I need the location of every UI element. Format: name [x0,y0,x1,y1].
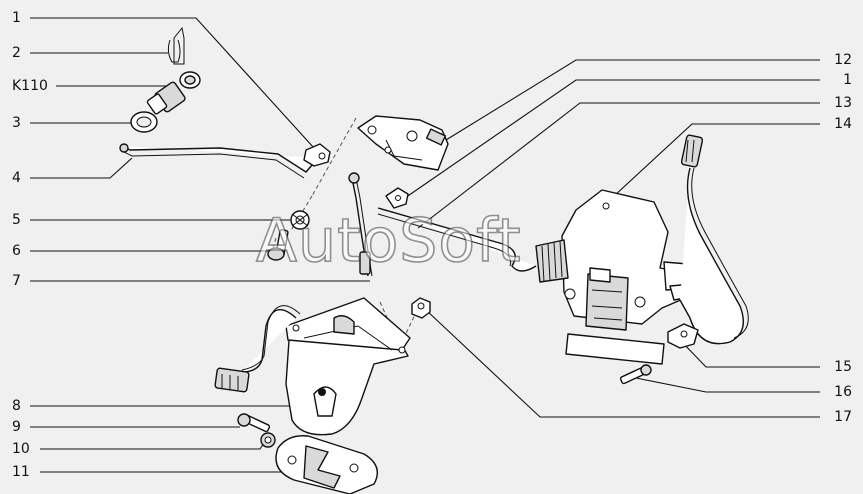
bolt-part-9 [237,413,271,433]
callout-2: 2 [12,45,21,61]
screw-part-6 [267,229,289,261]
callout-13: 13 [834,95,852,111]
callout-16: 16 [834,384,852,400]
callout-5: 5 [12,212,21,228]
callout-1: 1 [12,10,21,26]
leader-lines-right [401,59,820,418]
callout-12: 12 [834,52,852,68]
callout-9: 9 [12,419,21,435]
clip-part-1 [303,143,331,167]
callout-8: 8 [12,398,21,414]
clip-part-15 [667,323,699,349]
nut-part-10 [260,432,276,448]
callout-14: 14 [834,116,852,132]
rod-part-4 [119,143,319,179]
lock-wire [214,305,301,393]
lock-part-8 [285,297,411,436]
socket-part-k110 [146,71,201,115]
cable-rod-part-13 [377,207,537,272]
spring-clip-part-2 [167,26,185,65]
bracket-part-12 [357,115,449,171]
actuator-wire [679,134,749,345]
callout-6: 6 [12,243,21,259]
callout-k110: K110 [12,78,48,94]
actuator-part-14 [535,189,697,365]
callout-17: 17 [834,409,852,425]
callout-4: 4 [12,170,21,186]
callout-11: 11 [12,464,30,480]
leader-lines-left [30,17,370,473]
nut-part-17 [411,297,431,319]
striker-part-11 [275,435,378,494]
callout-7: 7 [12,273,21,289]
ring-part-3 [130,111,158,133]
washer-part-5 [290,210,310,230]
callout-1-right: 1 [843,72,852,88]
rod-part-7 [348,172,373,277]
callout-15: 15 [834,359,852,375]
clip-part-1-right [385,187,409,209]
callout-10: 10 [12,441,30,457]
callout-3: 3 [12,115,21,131]
screw-part-16 [619,364,652,385]
